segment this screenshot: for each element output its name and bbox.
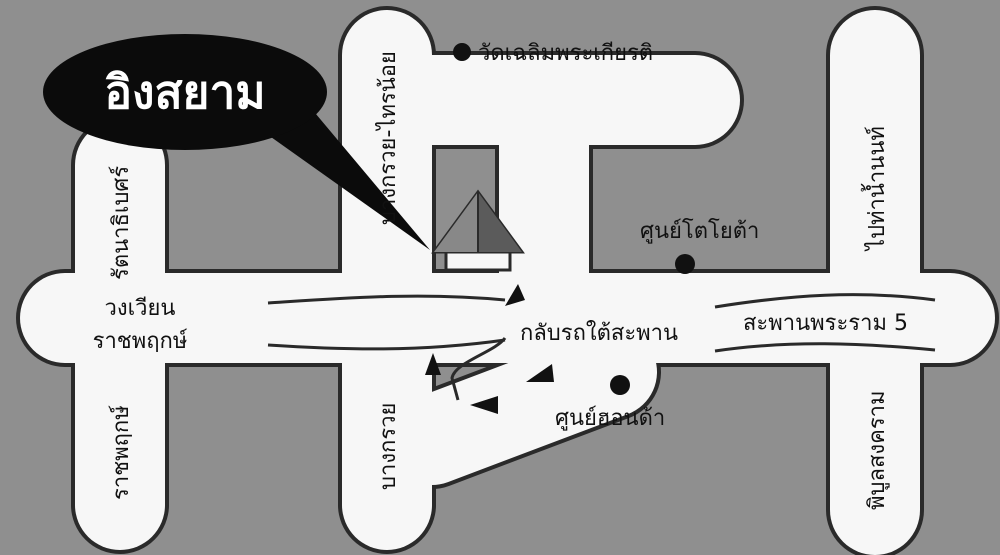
ratchaphruek-road-label: ราชพฤกษ์ [109, 405, 134, 500]
bang-kruai-sai-noi-label: บางกรวย-ไทรน้อย [375, 51, 401, 225]
road-uturn-ramp [387, 327, 657, 485]
bridge-line-lower [714, 342, 936, 353]
temple-label: วัดเฉลิมพระเกียรติ [478, 41, 653, 66]
callout-bubble [43, 34, 327, 150]
bang-kruai-label: บางกรวย [376, 403, 401, 490]
road-fills [20, 10, 995, 555]
destination-building [431, 189, 525, 272]
roundabout-label-line1: วงเวียน [105, 296, 176, 321]
arrow-down [470, 396, 498, 414]
ratchathewi-road-label: รัตนาธิเบศร์ [109, 166, 134, 280]
bridge-line-upper [714, 293, 936, 309]
lane-line-lower [267, 338, 506, 351]
lane-lines [267, 293, 936, 401]
arrow-left [526, 364, 554, 382]
title-callout: อิงสยาม [43, 34, 430, 250]
toyota-label: ศูนย์โตโยต้า [640, 218, 759, 244]
landmark-markers [453, 43, 695, 395]
phibun-songkhram-label: พิบูลสงคราม [865, 390, 890, 510]
arrow-up [505, 284, 525, 306]
lane-line-upper [267, 294, 506, 305]
rama5-bridge-label: สะพานพระราม 5 [743, 311, 908, 336]
map-title: อิงสยาม [104, 65, 265, 119]
honda-marker [610, 375, 630, 395]
toyota-marker [675, 254, 695, 274]
roundabout-label-line2: ราชพฤกษ์ [93, 329, 188, 354]
callout-pointer [240, 95, 430, 250]
phra-nang-klao-label: ไปท่าน้ำนนท์ [861, 126, 890, 252]
arrow-up-small [425, 353, 441, 375]
honda-label: ศูนย์ฮอนด้า [555, 406, 665, 431]
temple-marker [453, 43, 471, 61]
direction-arrows [425, 284, 554, 414]
uturn-lane [450, 337, 507, 401]
uturn-label: กลับรถใต้สะพาน [520, 320, 678, 346]
